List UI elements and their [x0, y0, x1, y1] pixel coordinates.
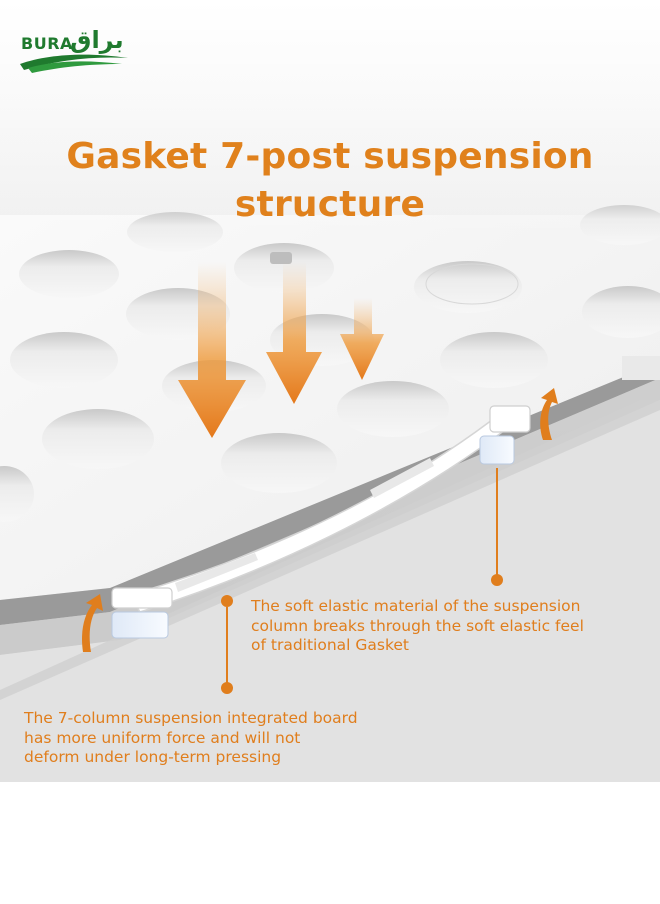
headline-line-1: Gasket 7-post suspension: [66, 136, 594, 177]
hole: [19, 250, 119, 298]
callout-line: The soft elastic material of the suspens…: [251, 597, 581, 615]
hole: [425, 263, 519, 305]
plate-step: [622, 356, 660, 380]
rail-clip: [489, 405, 531, 433]
suspension-post: [111, 611, 169, 639]
product-stage: BURA براق Gasket 7-post suspension struc…: [0, 0, 660, 782]
hole: [10, 332, 118, 388]
callout-line: deform under long-term pressing: [24, 748, 282, 766]
hole: [0, 466, 34, 522]
hole: [414, 261, 522, 313]
lower-plate: [0, 400, 660, 782]
brand-arabic: براق: [70, 26, 124, 54]
callout-leaders: [221, 468, 503, 694]
callout-integrated-board: The 7-column suspension integrated board…: [24, 709, 358, 768]
down-arrow-icon: [178, 262, 246, 438]
brand-logo: BURA براق: [18, 26, 130, 76]
curved-up-arrow-icon: [540, 388, 558, 440]
pressure-arrows: [178, 262, 384, 438]
callout-dot-icon: [221, 595, 233, 607]
pin: [270, 252, 292, 264]
down-arrow-icon: [340, 298, 384, 380]
callout-soft-elastic: The soft elastic material of the suspens…: [251, 597, 584, 656]
palm-leaf-icon: [20, 54, 128, 73]
callout-dot-icon: [491, 574, 503, 586]
suspension-post: [479, 435, 515, 465]
suspension-plate-illustration: [0, 0, 660, 782]
brand-latin: BURA: [21, 34, 73, 53]
hole: [440, 332, 548, 388]
hole: [582, 286, 660, 338]
headline-line-2: structure: [234, 184, 426, 225]
callout-dot-icon: [221, 682, 233, 694]
hole: [221, 433, 337, 493]
suspension-rails: [111, 405, 531, 639]
callout-line: has more uniform force and will not: [24, 728, 301, 747]
rail-clip: [111, 587, 173, 609]
callout-line: The 7-column suspension integrated board: [24, 709, 358, 727]
curved-up-arrow-icon: [82, 594, 103, 652]
plate-edge: [0, 362, 660, 625]
hole: [337, 381, 449, 437]
plate-edge-shadow: [0, 378, 660, 655]
hole: [42, 409, 154, 469]
down-arrow-icon: [266, 262, 322, 404]
callout-line: of traditional Gasket: [251, 636, 410, 654]
callout-line: column breaks through the soft elastic f…: [251, 616, 584, 635]
